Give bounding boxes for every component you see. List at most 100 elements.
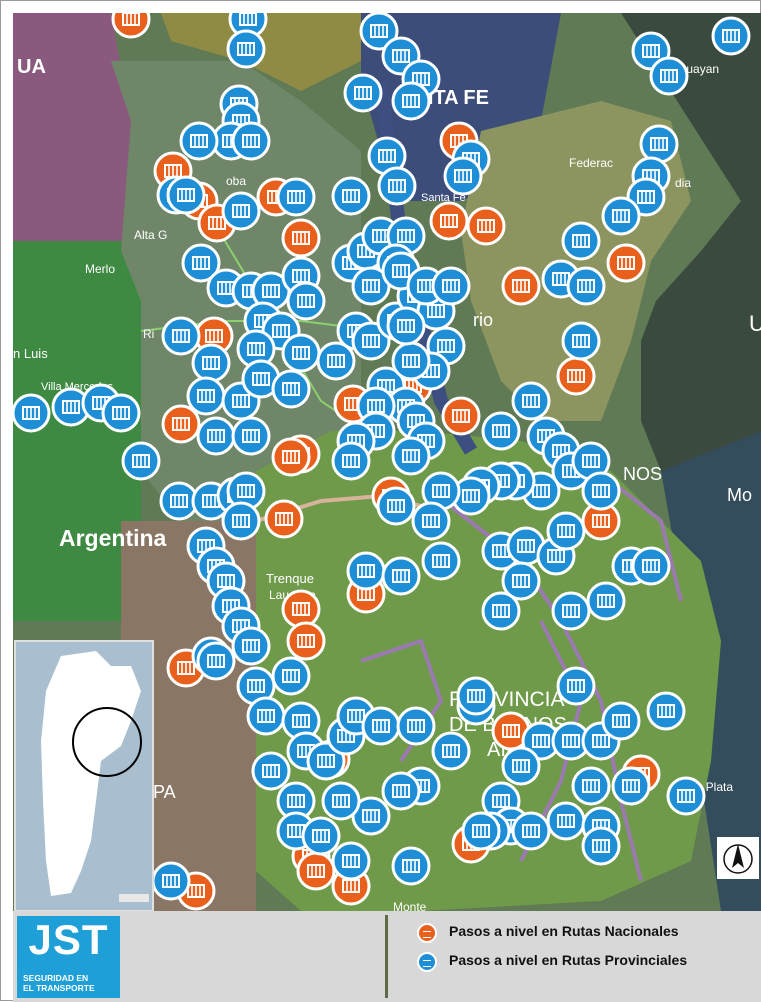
provincial-crossing-marker[interactable] (331, 441, 371, 481)
provincial-crossing-marker[interactable] (456, 676, 496, 716)
provincial-crossing-marker[interactable] (231, 121, 271, 161)
provincial-crossing-marker[interactable] (431, 731, 471, 771)
provincial-crossing-marker[interactable] (361, 706, 401, 746)
provincial-crossing-marker[interactable] (251, 751, 291, 791)
national-crossing-marker[interactable] (606, 243, 646, 283)
national-crossing-marker[interactable] (286, 621, 326, 661)
provincial-crossing-marker[interactable] (321, 781, 361, 821)
provincial-crossing-marker[interactable] (666, 776, 706, 816)
provincial-crossing-marker[interactable] (276, 177, 316, 217)
provincial-crossing-marker[interactable] (246, 696, 286, 736)
place-label: oba (226, 174, 246, 188)
provincial-crossing-marker[interactable] (501, 746, 541, 786)
provincial-crossing-marker[interactable] (556, 666, 596, 706)
provincial-crossing-marker[interactable] (421, 541, 461, 581)
provincial-crossing-marker[interactable] (221, 501, 261, 541)
provincial-crossing-marker[interactable] (343, 73, 383, 113)
provincial-crossing-marker[interactable] (271, 369, 311, 409)
provincial-crossing-marker[interactable] (377, 166, 417, 206)
provincial-crossing-marker[interactable] (586, 581, 626, 621)
provincial-crossing-marker[interactable] (571, 441, 611, 481)
provincial-crossing-marker[interactable] (151, 861, 191, 901)
provincial-crossing-marker[interactable] (191, 343, 231, 383)
provincial-crossing-marker[interactable] (376, 486, 416, 526)
provincial-crossing-marker[interactable] (166, 175, 206, 215)
national-crossing-marker[interactable] (556, 356, 596, 396)
place-label: Trenque (266, 571, 314, 586)
provincial-crossing-marker[interactable] (221, 191, 261, 231)
provincial-crossing-marker[interactable] (196, 416, 236, 456)
national-crossing-marker[interactable] (281, 218, 321, 258)
provincial-crossing-marker[interactable] (566, 266, 606, 306)
provincial-crossing-marker[interactable] (711, 16, 751, 56)
national-crossing-marker[interactable] (466, 206, 506, 246)
provincial-crossing-marker[interactable] (443, 156, 483, 196)
provincial-crossing-marker[interactable] (601, 701, 641, 741)
provincial-crossing-marker[interactable] (511, 381, 551, 421)
provincial-crossing-marker[interactable] (351, 266, 391, 306)
provincial-crossing-marker[interactable] (646, 691, 686, 731)
provincial-crossing-marker[interactable] (391, 81, 431, 121)
provincial-crossing-marker[interactable] (581, 826, 621, 866)
national-crossing-marker[interactable] (281, 589, 321, 629)
national-crossing-marker[interactable] (501, 266, 541, 306)
national-crossing-marker[interactable] (111, 13, 151, 39)
provincial-crossing-marker[interactable] (501, 561, 541, 601)
provincial-crossing-marker[interactable] (226, 29, 266, 69)
provincial-crossing-marker[interactable] (159, 481, 199, 521)
provincial-crossing-marker[interactable] (391, 846, 431, 886)
provincial-crossing-marker[interactable] (639, 124, 679, 164)
provincial-crossing-marker[interactable] (431, 266, 471, 306)
provincial-crossing-marker[interactable] (331, 841, 371, 881)
national-crossing-marker[interactable] (441, 396, 481, 436)
provincial-crossing-marker[interactable] (181, 243, 221, 283)
provincial-crossing-marker[interactable] (511, 811, 551, 851)
provincial-crossing-marker[interactable] (461, 811, 501, 851)
provincial-crossing-marker[interactable] (286, 281, 326, 321)
provincial-crossing-marker[interactable] (551, 591, 591, 631)
provincial-crossing-marker[interactable] (331, 176, 371, 216)
provincial-crossing-marker[interactable] (391, 341, 431, 381)
national-crossing-marker[interactable] (264, 499, 304, 539)
provincial-crossing-marker[interactable] (386, 306, 426, 346)
provincial-crossing-marker[interactable] (561, 221, 601, 261)
provincial-crossing-marker[interactable] (13, 393, 51, 433)
provincial-crossing-marker[interactable] (186, 376, 226, 416)
provincial-crossing-marker[interactable] (231, 626, 271, 666)
provincial-crossing-marker[interactable] (649, 56, 689, 96)
national-crossing-marker[interactable] (296, 851, 336, 891)
provincial-crossing-marker[interactable] (161, 316, 201, 356)
provincial-crossing-marker[interactable] (411, 501, 451, 541)
provincial-crossing-marker[interactable] (631, 546, 671, 586)
provincial-crossing-marker[interactable] (301, 816, 341, 856)
provincial-crossing-marker[interactable] (561, 321, 601, 361)
provincial-crossing-marker[interactable] (281, 333, 321, 373)
provincial-crossing-marker[interactable] (601, 196, 641, 236)
provincial-crossing-marker[interactable] (231, 416, 271, 456)
provincial-crossing-marker[interactable] (396, 706, 436, 746)
provincial-crossing-marker[interactable] (481, 591, 521, 631)
provincial-crossing-marker[interactable] (121, 441, 161, 481)
provincial-crossing-marker[interactable] (381, 771, 421, 811)
provincial-crossing-marker[interactable] (101, 393, 141, 433)
provincial-crossing-marker[interactable] (196, 641, 236, 681)
provincial-crossing-marker[interactable] (391, 436, 431, 476)
national-crossing-marker[interactable] (161, 404, 201, 444)
provincial-crossing-marker[interactable] (271, 656, 311, 696)
provincial-crossing-marker[interactable] (179, 121, 219, 161)
provincial-crossing-marker[interactable] (381, 556, 421, 596)
national-crossing-marker[interactable] (429, 201, 469, 241)
provincial-crossing-marker[interactable] (571, 766, 611, 806)
provincial-crossing-marker[interactable] (359, 13, 399, 51)
provincial-crossing-marker[interactable] (611, 766, 651, 806)
national-crossing-marker[interactable] (271, 437, 311, 477)
provincial-crossing-marker[interactable] (581, 471, 621, 511)
provincial-crossing-marker[interactable] (316, 341, 356, 381)
provincial-crossing-marker[interactable] (481, 411, 521, 451)
provincial-crossing-marker[interactable] (346, 551, 386, 591)
provincial-crossing-marker[interactable] (546, 511, 586, 551)
provincial-crossing-marker[interactable] (546, 801, 586, 841)
logo-jst-text: JST (28, 916, 109, 963)
